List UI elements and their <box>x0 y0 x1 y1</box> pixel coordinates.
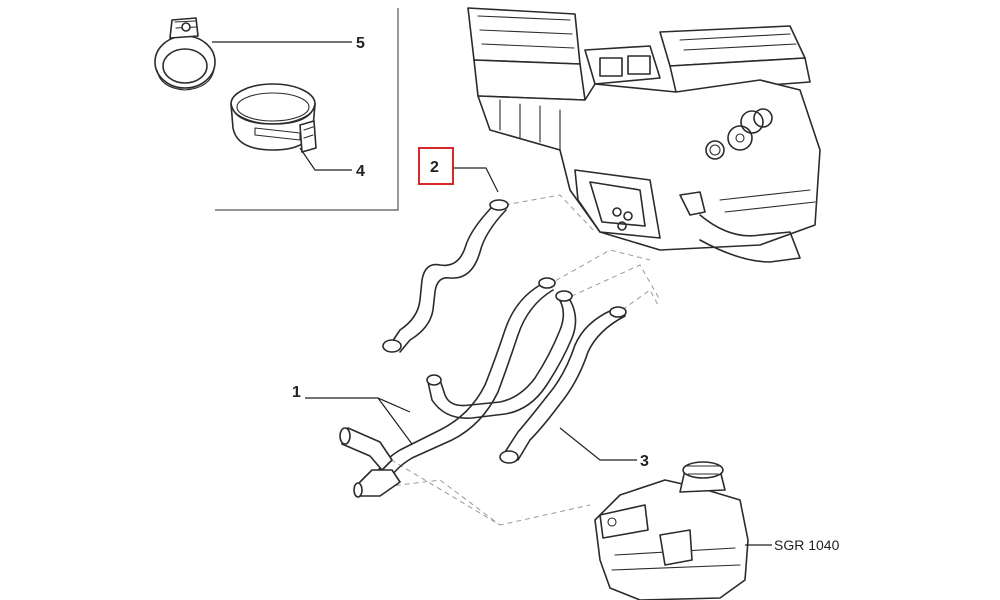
leader-line-4 <box>299 147 352 171</box>
clamp-inset-frame <box>215 8 399 211</box>
callout-5: 5 <box>356 35 365 52</box>
heater-hose-upper <box>382 199 509 353</box>
callout-3: 3 <box>640 453 649 470</box>
leader-line-2 <box>453 167 499 193</box>
leader-line-3 <box>559 427 637 461</box>
leader-line-1 <box>305 397 413 445</box>
leader-lines <box>212 41 772 546</box>
expansion-tank <box>594 461 749 600</box>
hose-clamp-small <box>154 17 216 91</box>
diagram-code-label: SGR 1040 <box>774 537 840 553</box>
heater-unit <box>467 7 821 263</box>
hose-clamp-band <box>230 83 317 153</box>
callout-4: 4 <box>356 163 365 180</box>
callout-2-highlight <box>418 147 454 185</box>
heater-hose-assembly <box>339 277 577 498</box>
callout-2: 2 <box>430 159 439 176</box>
assembly-guide-lines <box>359 194 661 526</box>
callout-1: 1 <box>292 384 301 401</box>
heater-hose-return <box>499 306 627 464</box>
